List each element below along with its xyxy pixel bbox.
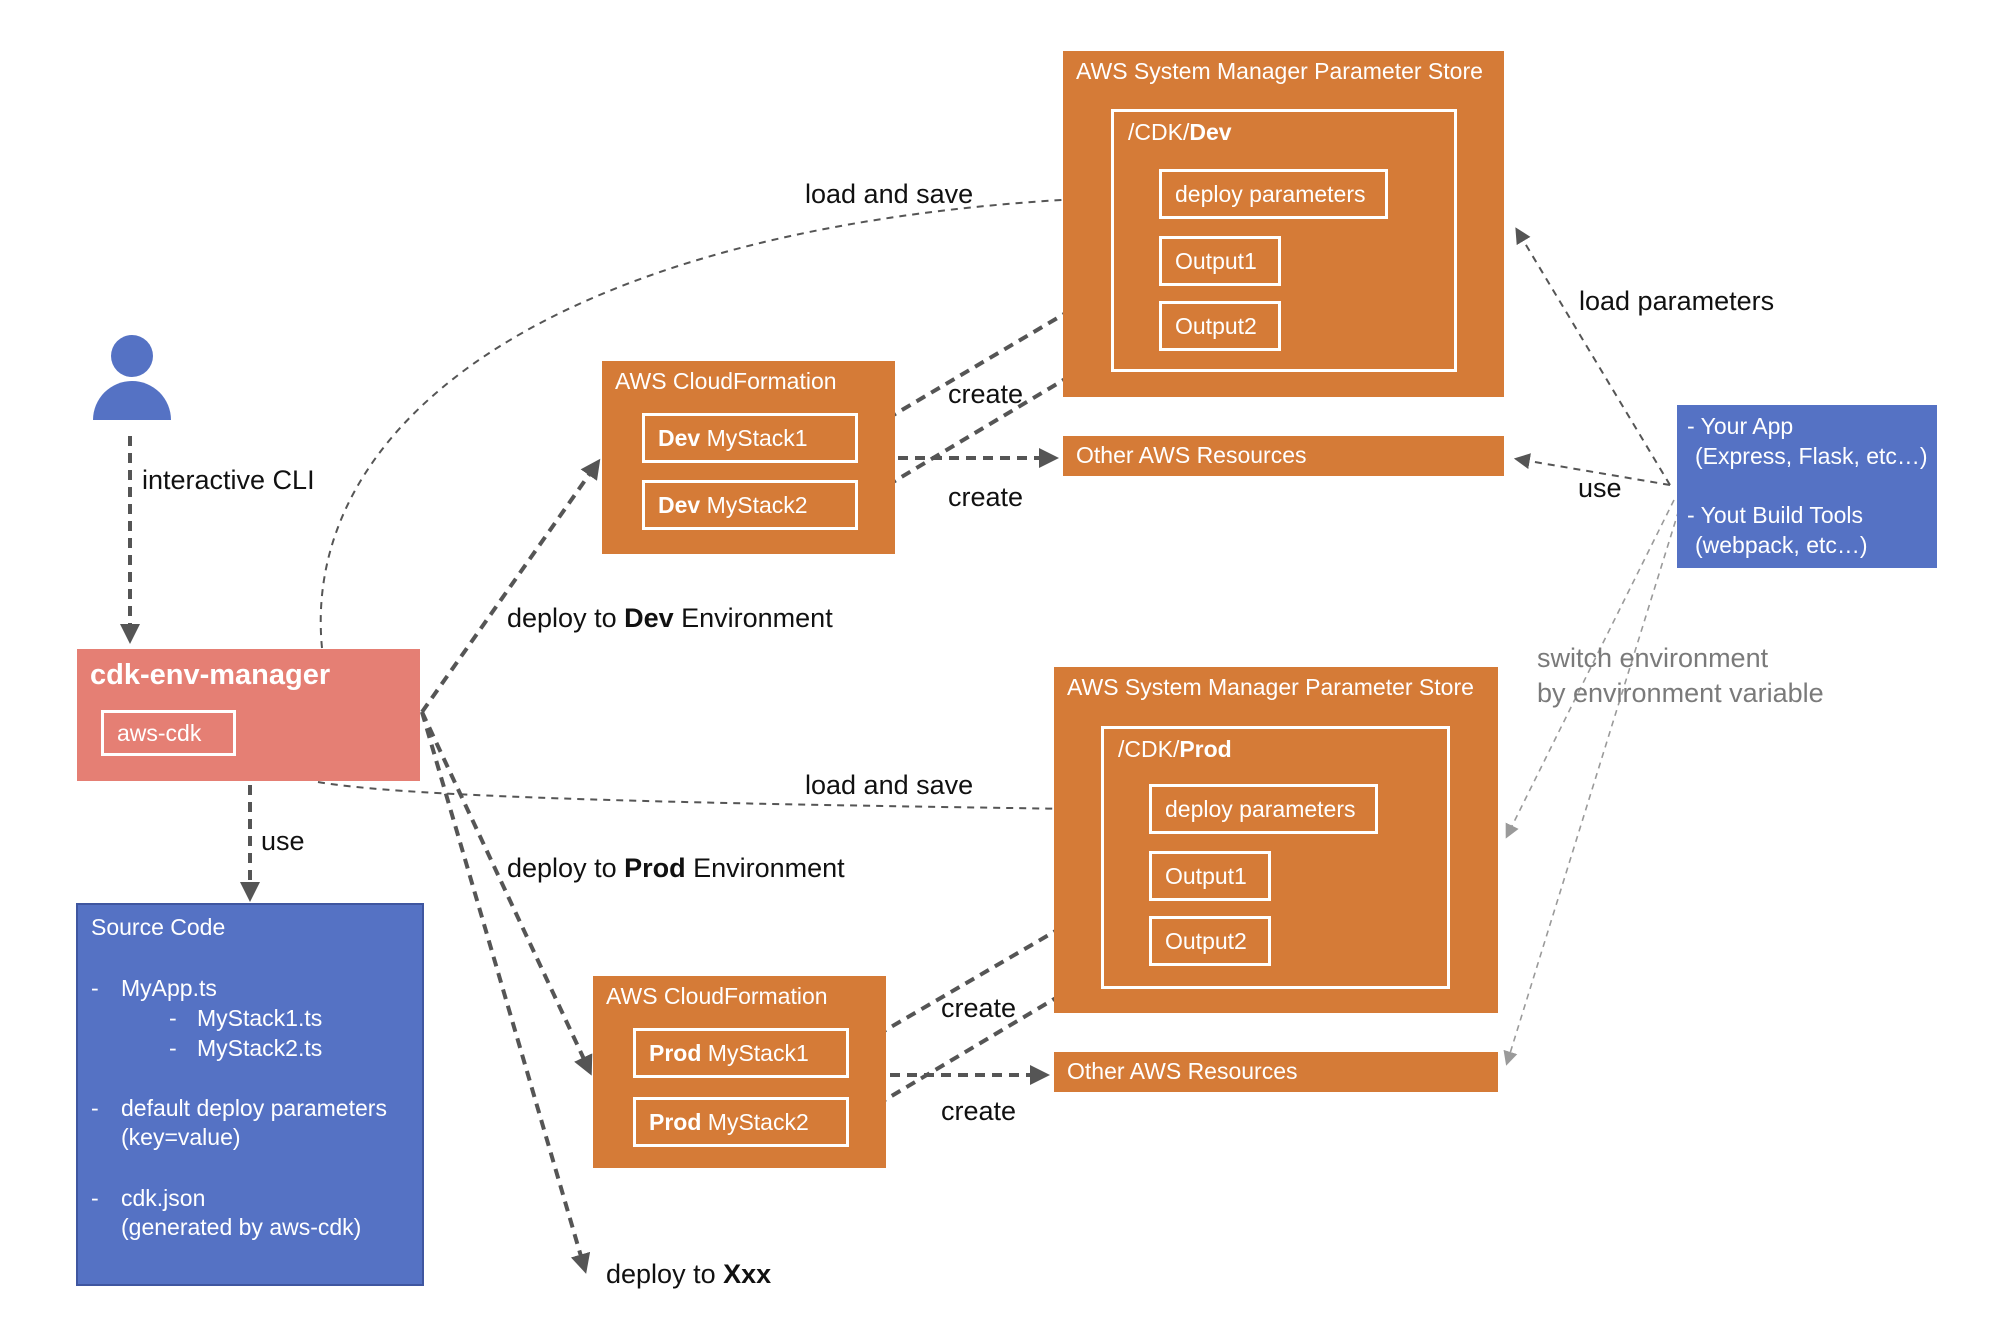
- cdk-env-manager: cdk-env-manager aws-cdk: [77, 649, 420, 781]
- user-icon: [93, 335, 171, 420]
- edge-load-save-prod: [317, 781, 1151, 818]
- cloudformation-prod: AWS CloudFormation Prod MyStack1 Prod My…: [593, 976, 886, 1168]
- your-app-box: - Your App (Express, Flask, etc…) - Yout…: [1677, 405, 1937, 568]
- other-resources-prod: Other AWS Resources: [1054, 1052, 1498, 1092]
- label-create-dev-2: create: [948, 482, 1024, 512]
- ssm-dev-output2: Output2: [1159, 301, 1281, 351]
- label-load-parameters: load parameters: [1579, 286, 1775, 316]
- ssm-dev-container: AWS System Manager Parameter Store /CDK/…: [1063, 51, 1504, 397]
- cloudformation-prod-title: AWS CloudFormation: [606, 983, 828, 1009]
- label-load-save-dev: load and save: [805, 179, 974, 209]
- aws-cdk-box: aws-cdk: [101, 710, 236, 756]
- label-deploy-xxx: deploy to Xxx: [606, 1259, 772, 1289]
- prod-mystack2: Prod MyStack2: [633, 1097, 849, 1147]
- prod-mystack1: Prod MyStack1: [633, 1028, 849, 1078]
- edge-app-load-parameters: [1515, 227, 1671, 486]
- dev-mystack1: Dev MyStack1: [642, 413, 858, 463]
- ssm-prod-title: AWS System Manager Parameter Store: [1067, 674, 1474, 700]
- cloudformation-dev-title: AWS CloudFormation: [615, 368, 837, 394]
- ssm-dev-deploy-parameters: deploy parameters: [1159, 169, 1388, 219]
- edge-dev-stack1-output1: [856, 259, 1156, 438]
- edge-deploy-prod: [420, 711, 593, 1076]
- label-deploy-prod: deploy to Prod Environment: [507, 853, 845, 883]
- label-load-save-prod: load and save: [805, 770, 974, 800]
- label-create-prod-2: create: [941, 1096, 1017, 1126]
- ssm-prod-output1: Output1: [1149, 851, 1271, 901]
- label-switch-1: switch environment: [1537, 643, 1769, 673]
- label-switch-2: by environment variable: [1537, 678, 1824, 708]
- cdk-env-manager-title: cdk-env-manager: [90, 659, 331, 691]
- edge-prod-stack1-output1: [846, 877, 1147, 1054]
- edge-prod-stack2-output2: [846, 943, 1147, 1124]
- edge-app-switch-other-prod: [1503, 499, 1683, 1066]
- cloudformation-dev: AWS CloudFormation Dev MyStack1 Dev MySt…: [602, 361, 895, 554]
- dev-mystack2: Dev MyStack2: [642, 480, 858, 530]
- label-interactive-cli: interactive CLI: [142, 465, 315, 495]
- edge-load-save-dev: [319, 188, 1159, 649]
- ssm-dev-path: /CDK/Dev: [1128, 119, 1232, 145]
- ssm-prod-container: AWS System Manager Parameter Store /CDK/…: [1054, 667, 1498, 1013]
- source-code-title: Source Code: [91, 914, 226, 940]
- other-resources-dev: Other AWS Resources: [1063, 436, 1504, 476]
- label-create-dev-1: create: [948, 379, 1024, 409]
- ssm-prod-path: /CDK/Prod: [1118, 736, 1232, 762]
- label-deploy-dev: deploy to Dev Environment: [507, 603, 833, 633]
- ssm-dev-path-box: /CDK/Dev deploy parameters Output1 Outpu…: [1111, 109, 1457, 372]
- label-create-prod-1: create: [941, 993, 1017, 1023]
- ssm-dev-title: AWS System Manager Parameter Store: [1076, 58, 1483, 84]
- edge-deploy-xxx: [420, 711, 591, 1274]
- source-code: Source Code - MyApp.ts - MyStack1.ts - M…: [76, 903, 424, 1286]
- edge-deploy-dev: [420, 458, 601, 714]
- edge-dev-stack2-output2: [856, 324, 1156, 505]
- edge-app-switch-ssm-prod: [1505, 499, 1675, 839]
- ssm-prod-deploy-parameters: deploy parameters: [1149, 784, 1378, 834]
- ssm-prod-path-box: /CDK/Prod deploy parameters Output1 Outp…: [1101, 726, 1450, 989]
- label-use-source: use: [261, 826, 305, 856]
- ssm-prod-output2: Output2: [1149, 916, 1271, 966]
- ssm-dev-output1: Output1: [1159, 236, 1281, 286]
- label-use-app: use: [1578, 473, 1622, 503]
